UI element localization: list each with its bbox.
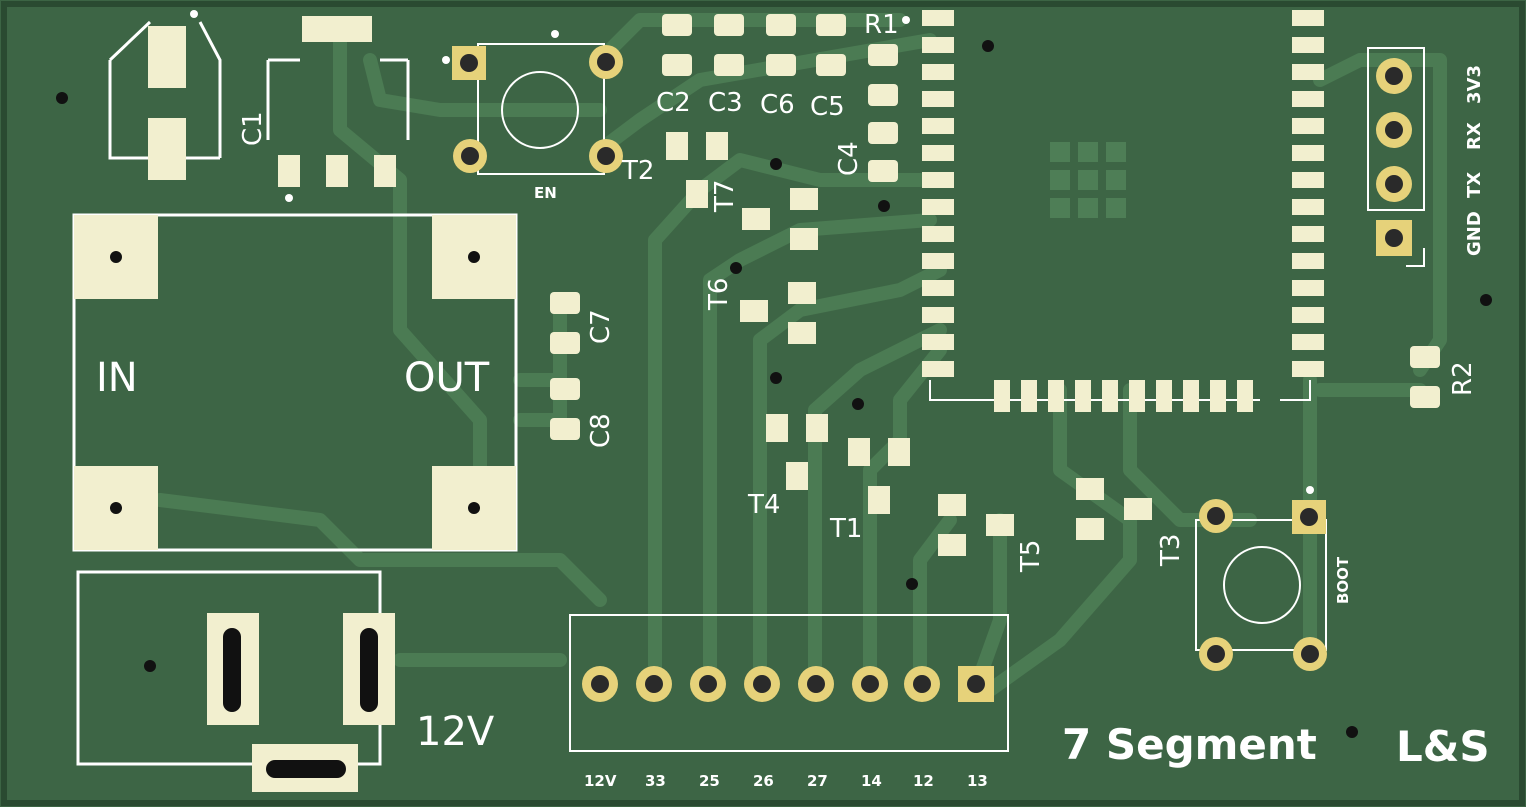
dcdc-module-outline [72, 213, 518, 552]
serial-pin-3v3: 3V3 [1464, 65, 1485, 104]
ref-c1: C1 [238, 111, 268, 146]
ref-r1: R1 [864, 10, 899, 40]
ref-r2: R2 [1448, 361, 1478, 396]
serial-pin-tx: TX [1464, 171, 1485, 198]
en-button-footprint [442, 30, 623, 175]
output-pin-label: 25 [699, 772, 720, 790]
output-header [569, 614, 1009, 752]
ref-c5: C5 [810, 92, 845, 122]
ref-t7: T7 [710, 179, 740, 212]
board-title: 7 Segment [1062, 720, 1317, 769]
boot-button-label: BOOT [1334, 556, 1352, 604]
transistor-pads [666, 132, 1152, 556]
voltage-regulator [266, 16, 410, 202]
barrel-jack-pads [207, 613, 395, 792]
output-pin-label: 14 [861, 772, 882, 790]
esp32-module [902, 10, 1324, 412]
ref-c2: C2 [656, 88, 691, 118]
ref-t6: T6 [704, 277, 734, 310]
output-pin-label: 26 [753, 772, 774, 790]
vias [56, 40, 1492, 738]
serial-pin-rx: RX [1464, 122, 1485, 150]
ref-c8: C8 [586, 413, 616, 448]
ref-t1: T1 [830, 514, 863, 544]
output-pin-label: 12V [584, 772, 617, 790]
diode-part [108, 10, 222, 180]
ref-c6: C6 [760, 90, 795, 120]
serial-pin-gnd: GND [1464, 211, 1485, 256]
ref-c7: C7 [586, 309, 616, 344]
smd-capacitor-pads [550, 14, 1440, 440]
power-voltage-label: 12V [416, 709, 495, 755]
en-button-label: EN [534, 184, 557, 202]
dcdc-module-holes [110, 251, 480, 514]
ref-t3: T3 [1156, 533, 1186, 566]
output-pin-label: 13 [967, 772, 988, 790]
ref-t4: T4 [748, 490, 781, 520]
output-pin-label: 33 [645, 772, 666, 790]
boot-button-footprint [1195, 486, 1327, 671]
ref-t2: T2 [622, 156, 655, 186]
board-author: L&S [1396, 722, 1490, 771]
ref-c3: C3 [708, 88, 743, 118]
module-in-label: IN [96, 355, 138, 401]
output-pin-label: 27 [807, 772, 828, 790]
output-pin-label: 12 [913, 772, 934, 790]
ref-t5: T5 [1016, 539, 1046, 572]
ref-c4: C4 [834, 141, 864, 176]
module-out-label: OUT [404, 355, 490, 401]
serial-header [1367, 47, 1425, 267]
